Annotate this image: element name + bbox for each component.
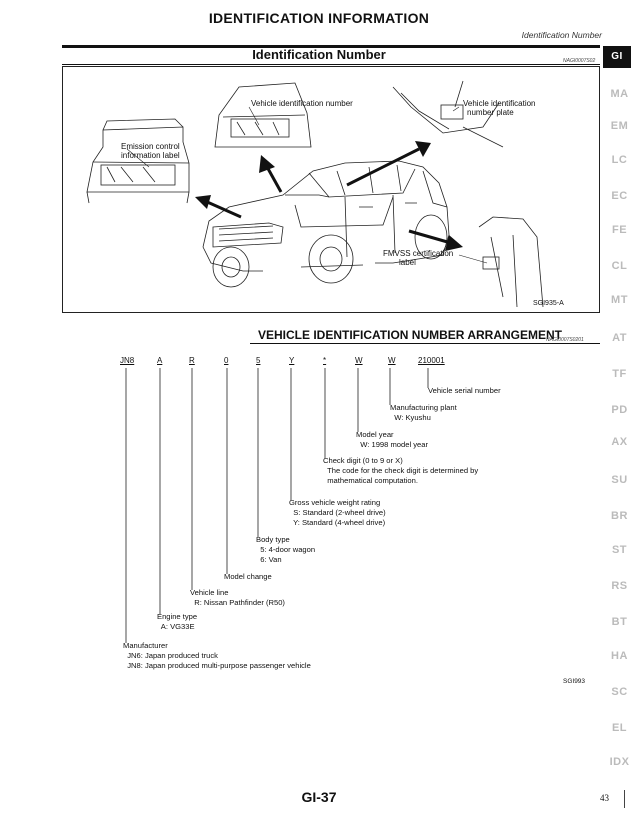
emission-label-line1: Emission control	[121, 142, 180, 151]
sidebar-item-pd[interactable]: PD	[611, 404, 628, 416]
page-footer-label: GI-37	[301, 789, 337, 805]
sidebar-item-br[interactable]: BR	[611, 510, 628, 522]
figure-code: SGI935-A	[533, 300, 564, 307]
vin-plate-label-line2: number plate	[467, 108, 514, 117]
vin-char-model-change: 0	[224, 356, 229, 365]
vehicle-illustration: Vehicle identification number Emission c…	[62, 66, 600, 313]
sidebar-item-ma[interactable]: MA	[610, 88, 629, 100]
vin-plate-label-line1: Vehicle identification	[463, 99, 536, 108]
sidebar-item-ax[interactable]: AX	[611, 436, 628, 448]
desc-body-type: Body type 5: 4-door wagon 6: Van	[256, 535, 316, 564]
desc-gvwr: Gross vehicle weight rating S: Standard …	[289, 498, 386, 527]
sidebar-item-em[interactable]: EM	[610, 120, 629, 132]
section-title: Identification Number	[252, 47, 386, 62]
sidebar-item-cl[interactable]: CL	[611, 260, 628, 272]
sidebar-item-fe[interactable]: FE	[611, 224, 628, 236]
fmvss-label-line1: FMVSS certification	[383, 249, 454, 258]
desc-serial: Vehicle serial number	[428, 386, 501, 395]
vin-arrangement-title: VEHICLE IDENTIFICATION NUMBER ARRANGEMEN…	[258, 328, 562, 342]
section-code: NAGI0007S02	[563, 58, 596, 64]
section-rule	[62, 64, 600, 65]
sidebar-item-rs[interactable]: RS	[611, 580, 628, 592]
sidebar-item-mt[interactable]: MT	[611, 294, 628, 306]
desc-check-digit: Check digit (0 to 9 or X) The code for t…	[323, 456, 479, 485]
sidebar-item-el[interactable]: EL	[611, 722, 628, 734]
desc-plant: Manufacturing plant W: Kyushu	[390, 403, 457, 422]
page-subtitle: Identification Number	[521, 30, 602, 40]
vin-char-year: W	[355, 356, 363, 365]
vehicle-drawing	[86, 80, 544, 308]
vin-char-check: *	[323, 356, 327, 365]
page-divider	[624, 790, 625, 808]
vin-arrangement-code: NAGI0007S0201	[546, 337, 584, 343]
sidebar-item-gi[interactable]: GI	[603, 46, 631, 68]
vin-label: Vehicle identification number	[251, 99, 353, 108]
page-title: IDENTIFICATION INFORMATION	[208, 10, 430, 26]
sidebar-item-su[interactable]: SU	[611, 474, 628, 486]
desc-model-change: Model change	[224, 572, 272, 581]
vin-char-plant: W	[388, 356, 396, 365]
desc-model-year: Model year W: 1998 model year	[356, 430, 429, 449]
figure-code-2: SGI993	[563, 678, 586, 685]
sidebar-item-ha[interactable]: HA	[611, 650, 628, 662]
sidebar-item-lc[interactable]: LC	[611, 154, 628, 166]
vin-char-body: 5	[256, 356, 261, 365]
desc-engine-type: Engine type A: VG33E	[157, 612, 198, 631]
vin-arrangement-rule	[250, 343, 600, 344]
sidebar-item-idx[interactable]: IDX	[609, 756, 630, 768]
vin-char-line: R	[189, 356, 195, 365]
page-number: 43	[600, 793, 609, 803]
emission-label-line2: information label	[121, 151, 180, 160]
sidebar-item-ec[interactable]: EC	[611, 190, 628, 202]
fmvss-label-line2: label	[399, 258, 416, 267]
vin-char-serial: 210001	[418, 356, 445, 365]
sidebar-item-st[interactable]: ST	[611, 544, 628, 556]
vin-char-engine: A	[157, 356, 163, 365]
sidebar-item-tf[interactable]: TF	[612, 368, 627, 380]
sidebar-item-sc[interactable]: SC	[611, 686, 628, 698]
header-rule	[62, 45, 600, 48]
vin-char-gvwr: Y	[289, 356, 295, 365]
sidebar-item-at[interactable]: AT	[612, 332, 627, 344]
desc-vehicle-line: Vehicle line R: Nissan Pathfinder (R50)	[190, 588, 285, 607]
sidebar-item-bt[interactable]: BT	[611, 616, 628, 628]
desc-manufacturer: Manufacturer JN6: Japan produced truck J…	[123, 641, 311, 670]
vin-char-manufacturer: JN8	[120, 356, 135, 365]
